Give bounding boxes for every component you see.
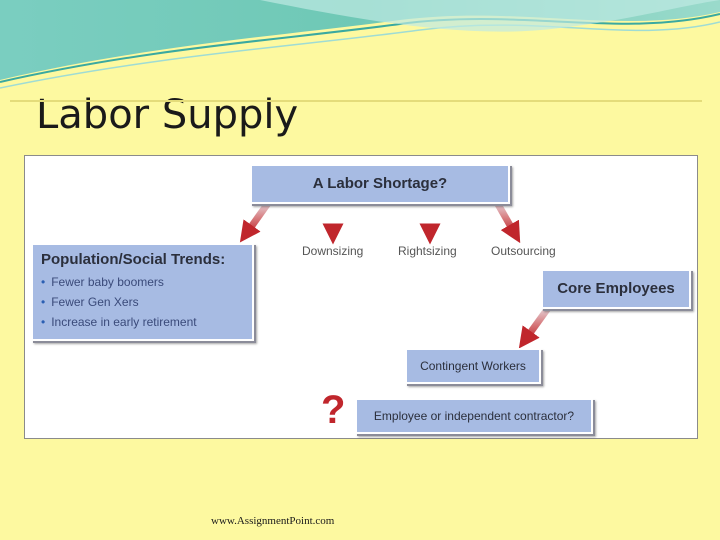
labor-shortage-box: A Labor Shortage? (250, 164, 510, 204)
trend-item: Fewer baby boomers (41, 272, 244, 292)
core-employees-box: Core Employees (541, 269, 691, 309)
slide-title: Labor Supply (36, 92, 299, 138)
arrow-to-trends (239, 196, 274, 243)
social-trends-list: Fewer baby boomers Fewer Gen Xers Increa… (41, 272, 244, 332)
question-mark: ? (321, 388, 346, 432)
diagram-arrows (239, 196, 554, 349)
branch-downsizing: Downsizing (302, 244, 364, 258)
trend-item: Fewer Gen Xers (41, 292, 244, 312)
arrow-to-contingent (518, 301, 554, 349)
labor-supply-diagram: A Labor Shortage? Downsizing Rightsizing… (24, 155, 698, 439)
trend-item: Increase in early retirement (41, 312, 244, 332)
arrow-to-outsourcing (491, 197, 521, 244)
employee-contractor-box: Employee or independent contractor? (355, 398, 593, 434)
title-divider (10, 100, 702, 102)
social-trends-box: Population/Social Trends: Fewer baby boo… (31, 243, 254, 341)
contingent-workers-box: Contingent Workers (405, 348, 541, 384)
decorative-wave-band (0, 0, 720, 89)
branch-outsourcing: Outsourcing (491, 244, 556, 258)
footer-url[interactable]: www.AssignmentPoint.com (211, 515, 335, 527)
social-trends-title: Population/Social Trends: (41, 251, 226, 268)
branch-rightsizing: Rightsizing (398, 244, 457, 258)
